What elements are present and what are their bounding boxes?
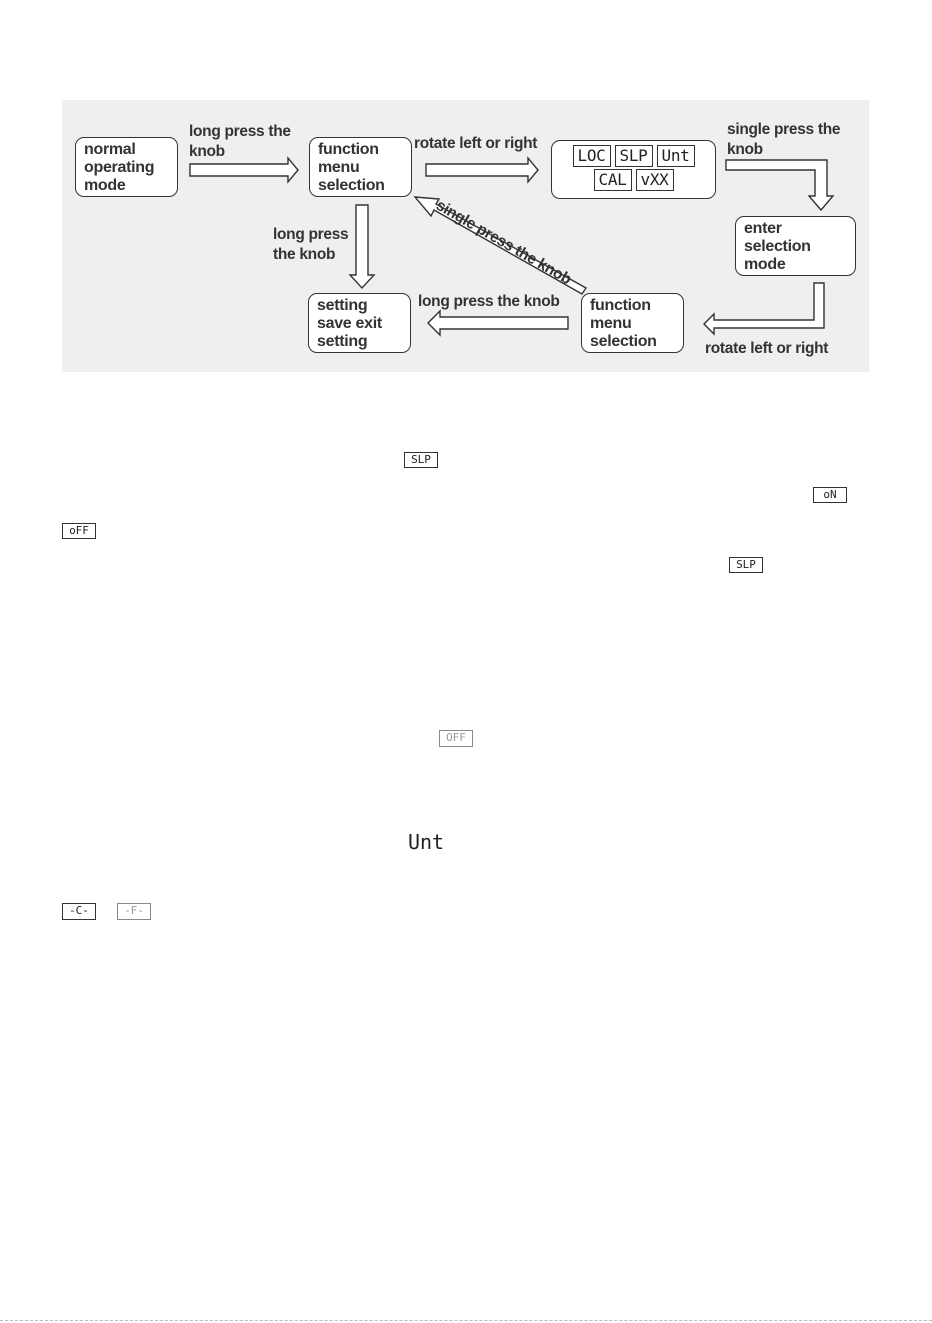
label-long-press-3: long press the knob — [418, 293, 560, 310]
on-display-icon: oN — [813, 487, 847, 503]
slp-display-icon-2: SLP — [729, 557, 763, 573]
arrow-long-press-2 — [348, 204, 376, 290]
page-bottom-edge — [0, 1320, 932, 1321]
celsius-display-icon: -C- — [62, 903, 96, 920]
arrow-long-press-3 — [427, 309, 569, 337]
node-function-menu-bottom: function menu selection — [581, 293, 684, 353]
node-function-menu-top-text: function menu selection — [318, 141, 385, 194]
arrow-single-press-1 — [725, 159, 835, 212]
unt-display-icon: Unt — [407, 830, 445, 854]
code-vxx: vXX — [635, 169, 674, 191]
code-unt: Unt — [656, 145, 695, 167]
slp-display-icon: SLP — [404, 452, 438, 468]
node-function-menu-top: function menu selection — [309, 137, 412, 197]
node-normal-text: normal operating mode — [84, 141, 155, 194]
label-long-press-2: long press the knob — [273, 226, 349, 263]
off-display-icon-2: OFF — [439, 730, 473, 747]
node-enter-selection-mode: enter selection mode — [735, 216, 856, 276]
arrow-rotate-1 — [425, 156, 539, 184]
label-long-press-1: long press the knob — [189, 123, 291, 160]
label-single-press-1: single press the knob — [727, 121, 841, 158]
label-rotate-1: rotate left or right — [414, 135, 538, 152]
code-slp: SLP — [614, 145, 653, 167]
code-cal: CAL — [593, 169, 632, 191]
fahrenheit-display-icon: -F- — [117, 903, 151, 920]
arrow-single-press-diag — [413, 196, 588, 295]
off-display-icon: oFF — [62, 523, 96, 539]
node-setting-save-text: setting save exit setting — [317, 297, 382, 350]
node-enter-selection-text: enter selection mode — [744, 220, 811, 273]
node-function-menu-bottom-text: function menu selection — [590, 297, 657, 350]
arrow-layer — [189, 156, 835, 337]
node-setting-save: setting save exit setting — [308, 293, 411, 353]
arrow-long-press-1 — [189, 156, 299, 184]
label-rotate-2: rotate left or right — [705, 340, 829, 357]
code-loc: LOC — [572, 145, 611, 167]
node-normal-operating-mode: normal operating mode — [75, 137, 178, 197]
flow-diagram: normal operating mode function menu sele… — [62, 100, 869, 372]
arrow-rotate-2 — [703, 282, 825, 336]
